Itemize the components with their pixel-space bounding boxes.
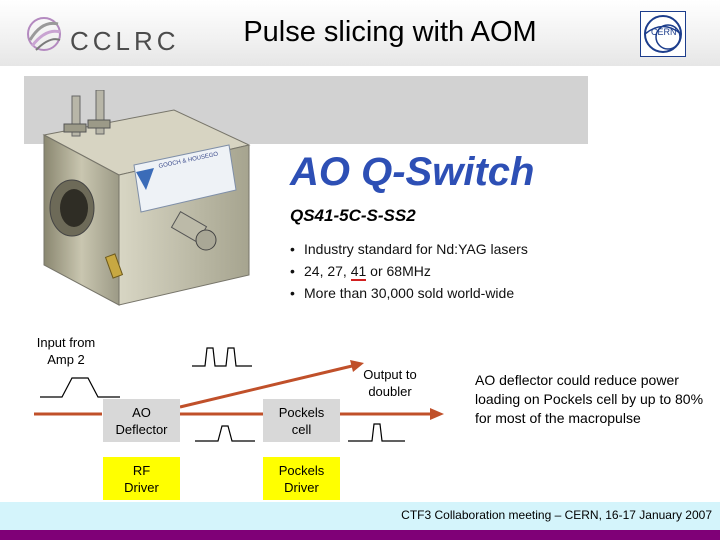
aom-device-image: GOOCH & HOUSEGO xyxy=(42,90,251,306)
output-arrowhead-icon xyxy=(430,408,444,420)
product-name: AO Q-Switch xyxy=(290,150,535,194)
deflected-beam-line xyxy=(179,364,353,409)
product-model: QS41-5C-S-SS2 xyxy=(290,206,416,225)
product-bullets: Industry standard for Nd:YAG lasers 24, … xyxy=(290,238,528,304)
cclrc-swirl-icon xyxy=(27,17,61,51)
deflected-arrowhead-icon xyxy=(350,360,364,372)
cern-logo-icon: CERN xyxy=(640,11,686,57)
cclrc-logo xyxy=(27,17,61,51)
bullet-item: 24, 27, 41 or 68MHz xyxy=(290,260,528,282)
bullet-item: More than 30,000 sold world-wide xyxy=(290,282,528,304)
output-pulse-waveform xyxy=(348,423,405,442)
slide-header xyxy=(0,0,720,66)
slide-footer: CTF3 Collaboration meeting – CERN, 16-17… xyxy=(0,502,720,530)
bullet-item: Industry standard for Nd:YAG lasers xyxy=(290,238,528,260)
cclrc-logo-text: CCLRC xyxy=(70,26,180,56)
svg-text:CERN: CERN xyxy=(651,27,677,37)
deflected-pulse-waveform xyxy=(192,347,252,367)
footer-accent-bar xyxy=(0,530,720,540)
pulse-slicing-diagram xyxy=(34,347,444,442)
input-pulse-waveform xyxy=(40,377,120,398)
slide-title: Pulse slicing with AOM xyxy=(243,16,537,48)
footer-text: CTF3 Collaboration meeting – CERN, 16-17… xyxy=(401,508,712,522)
frequency-41-highlight: 41 xyxy=(350,263,367,281)
transmitted-pulse-waveform xyxy=(195,425,255,442)
deflector-note: AO deflector could reduce power loading … xyxy=(475,372,704,426)
